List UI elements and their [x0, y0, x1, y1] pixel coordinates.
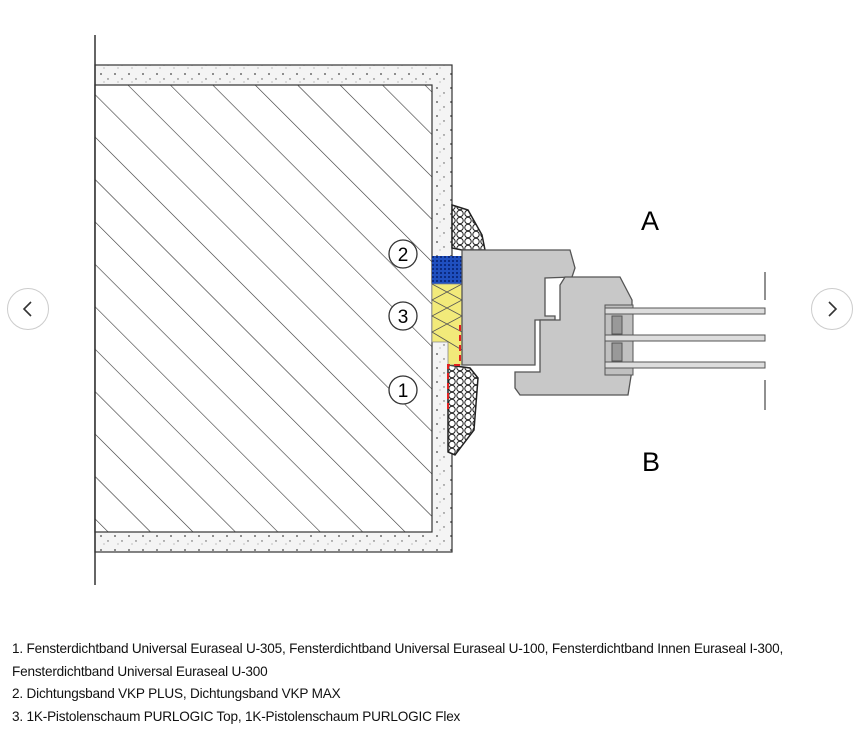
- insulating-glass: [604, 272, 766, 410]
- window-joint-diagram: 2 3 1 A B: [94, 35, 766, 585]
- previous-image-button[interactable]: [7, 288, 49, 330]
- chevron-right-icon: [828, 301, 838, 317]
- sealing-tape-red: [447, 325, 461, 410]
- caption-item-2: 2. Dichtungsband VKP PLUS, Dichtungsband…: [12, 686, 341, 701]
- caption-item-3: 3. 1K-Pistolenschaum PURLOGIC Top, 1K-Pi…: [12, 708, 461, 724]
- caption-item-1: 1. Fensterdichtband Universal Euraseal U…: [12, 641, 784, 679]
- svg-text:1: 1: [398, 381, 409, 402]
- label-a: A: [641, 206, 659, 236]
- chevron-left-icon: [22, 301, 32, 317]
- svg-text:2: 2: [398, 245, 409, 266]
- marker-3: 3: [388, 301, 418, 331]
- sealing-tape-blue: [432, 256, 462, 284]
- next-image-button[interactable]: [811, 288, 853, 330]
- marker-1: 1: [388, 375, 418, 405]
- svg-text:3: 3: [398, 307, 409, 328]
- foam-insulation-bottom: [447, 364, 479, 456]
- label-b: B: [642, 447, 660, 477]
- diagram-caption: 1. Fensterdichtband Universal Euraseal U…: [12, 638, 862, 728]
- marker-2: 2: [388, 239, 418, 269]
- wall-masonry: [94, 35, 453, 585]
- window-frame: [461, 249, 576, 366]
- foam-insulation-top: [451, 203, 486, 251]
